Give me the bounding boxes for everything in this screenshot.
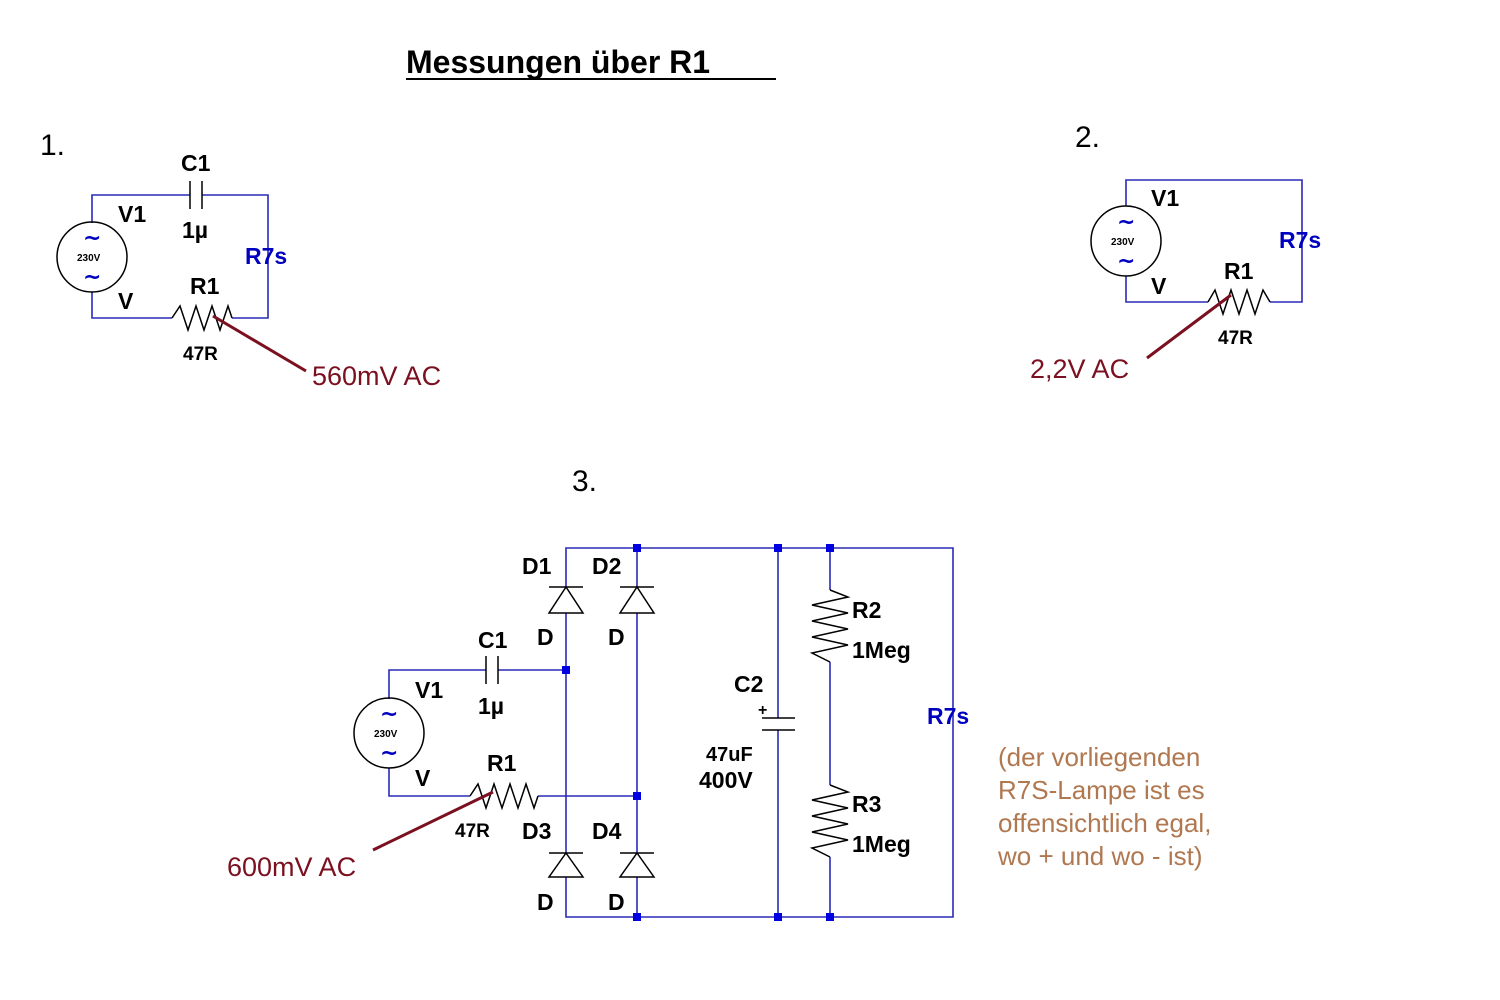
c1-cap-value: 1µ	[182, 217, 208, 243]
sine-icon: ~	[1117, 210, 1135, 235]
c1-wire-top-left	[91, 194, 190, 223]
c3-note: (der vorliegenden R7S-Lampe ist es offen…	[997, 742, 1211, 871]
c1-wire-right	[202, 194, 269, 319]
c3-wire-source-bottom	[388, 768, 470, 797]
note-line: offensichtlich egal,	[998, 808, 1211, 838]
c3-r3-name: R3	[852, 791, 881, 817]
c2-source-value: 230V	[1111, 237, 1135, 248]
c3-capacitor-c1	[485, 656, 499, 684]
sine-icon: ~	[83, 265, 101, 290]
c3-resistor-r1	[469, 781, 539, 811]
circuit-3-number: 3.	[572, 465, 597, 498]
c3-d3-name: D3	[522, 818, 551, 844]
c1-resistor	[171, 303, 233, 333]
c3-diode-d1	[547, 585, 585, 614]
c3-r2-name: R2	[852, 597, 881, 623]
c3-diode-d4	[618, 851, 656, 878]
c1-cap-name: C1	[181, 150, 211, 176]
page-title: Messungen über R1	[406, 44, 710, 80]
sine-icon: ~	[380, 702, 398, 727]
note-line: wo + und wo - ist)	[997, 841, 1202, 871]
c3-load: R7s	[927, 703, 969, 729]
c2-res-value: 47R	[1218, 328, 1253, 349]
c1-voltage-source: ~ ~ 230V	[56, 221, 128, 293]
circuit-1: 1. C1 1µ ~ ~ 230V V1 V R1 47R R7s 560mV …	[40, 129, 441, 391]
c1-source-type: V	[118, 288, 134, 314]
c2-resistor	[1207, 287, 1271, 317]
sine-icon: ~	[83, 226, 101, 251]
c3-c2-plus: +	[758, 702, 767, 719]
c2-load: R7s	[1279, 227, 1321, 253]
note-line: R7S-Lampe ist es	[998, 775, 1205, 805]
c3-source-value: 230V	[374, 729, 398, 740]
c3-wire-source-top	[388, 669, 486, 699]
c2-wire-bottom	[1125, 276, 1208, 303]
c1-load: R7s	[245, 243, 287, 269]
c3-voltage-source: ~ ~ 230V	[353, 697, 425, 769]
sine-icon: ~	[380, 741, 398, 766]
c1-probe-line	[212, 314, 307, 373]
circuit-3: 3. C1 1µ ~ ~ 230V V1	[227, 465, 1211, 921]
c1-capacitor	[189, 181, 203, 209]
c3-source-name: V1	[415, 677, 443, 703]
c3-c2-name: C2	[734, 671, 763, 697]
c1-source-value: 230V	[77, 253, 101, 264]
c1-res-value: 47R	[183, 344, 218, 365]
c2-source-type: V	[1151, 273, 1167, 299]
c1-wire-bottom-left	[91, 292, 172, 319]
c2-res-name: R1	[1224, 258, 1254, 284]
c3-d1-model: D	[537, 624, 554, 650]
circuit-2-number: 2.	[1075, 121, 1100, 154]
circuit-1-number: 1.	[40, 129, 65, 162]
c3-d1-name: D1	[522, 553, 552, 579]
note-line: (der vorliegenden	[998, 742, 1200, 772]
c1-res-name: R1	[190, 273, 220, 299]
c3-r3-value: 1Meg	[852, 831, 911, 857]
c1-measurement: 560mV AC	[312, 361, 441, 391]
c2-source-name: V1	[1151, 185, 1179, 211]
c3-c2-voltage: 400V	[699, 767, 753, 793]
c3-resistor-r3	[809, 784, 851, 858]
c2-wire-top	[1125, 179, 1303, 303]
c2-voltage-source: ~ ~ 230V	[1090, 205, 1162, 277]
c3-junction-nodes	[562, 544, 834, 921]
circuit-2: 2. ~ ~ 230V V1 V R1 47R R7s 2,2V AC	[1030, 121, 1321, 384]
c3-d3-model: D	[537, 889, 554, 915]
c3-source-type: V	[415, 765, 431, 791]
c3-measurement: 600mV AC	[227, 852, 356, 882]
sine-icon: ~	[1117, 249, 1135, 274]
c3-r2-value: 1Meg	[852, 637, 911, 663]
c3-diode-d2	[618, 585, 656, 614]
c1-source-name: V1	[118, 201, 146, 227]
c2-probe-line	[1146, 293, 1232, 360]
c3-diode-d3	[547, 851, 585, 878]
c3-c1-value: 1µ	[478, 693, 504, 719]
c3-d2-model: D	[608, 624, 625, 650]
c3-d4-name: D4	[592, 818, 622, 844]
c3-resistor-r2	[809, 589, 851, 663]
c3-d4-model: D	[608, 889, 625, 915]
c3-c1-name: C1	[478, 627, 508, 653]
c3-r1-value: 47R	[455, 821, 490, 842]
c3-probe-line	[372, 790, 494, 852]
c2-measurement: 2,2V AC	[1030, 354, 1129, 384]
c3-r1-name: R1	[487, 750, 517, 776]
c3-d2-name: D2	[592, 553, 621, 579]
c3-wire-outer	[565, 547, 954, 918]
c3-capacitor-c2	[762, 717, 795, 731]
c3-c2-value: 47uF	[706, 744, 753, 766]
